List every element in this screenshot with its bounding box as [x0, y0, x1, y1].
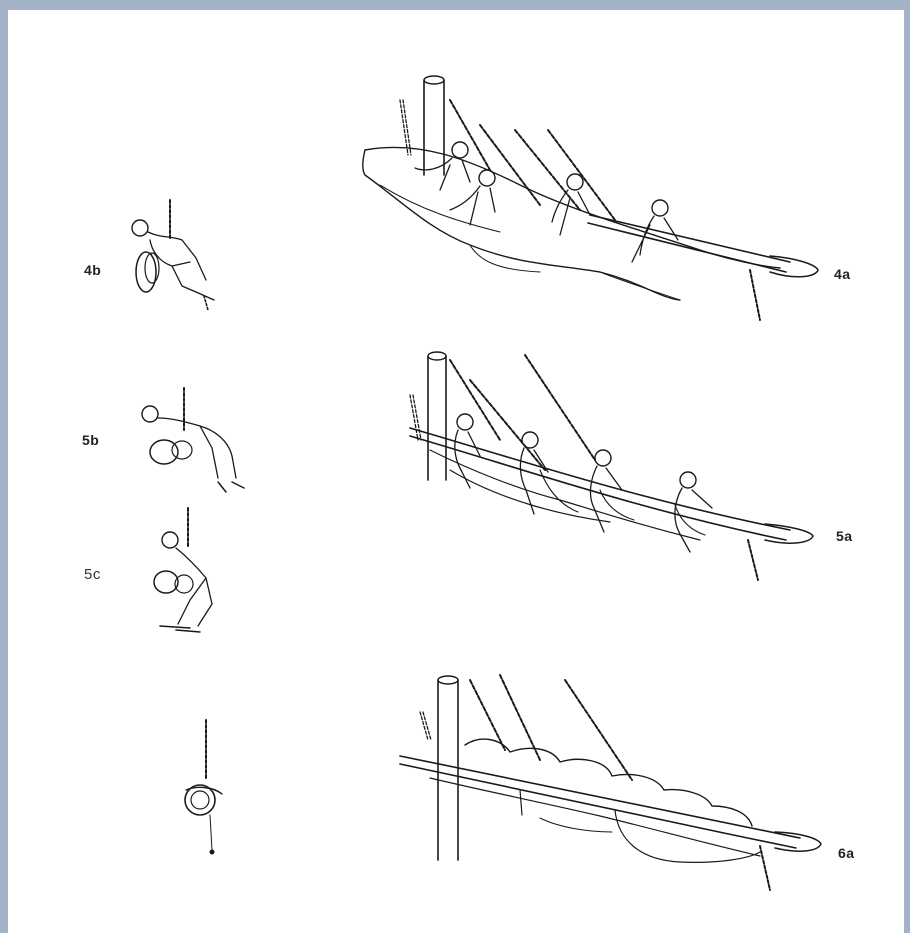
illustration-sheet: [8, 10, 904, 933]
figure-label-5c: 5c: [84, 566, 101, 583]
panel-6-small-drawing: [184, 719, 223, 855]
figure-label-5a: 5a: [836, 528, 853, 544]
figure-label-4b: 4b: [84, 262, 102, 278]
figure-label-4a: 4a: [834, 266, 851, 282]
panel-5a-drawing: [409, 351, 814, 581]
panel-4b-drawing: [131, 199, 215, 311]
panel-5c-drawing: [153, 507, 213, 633]
panel-5b-drawing: [141, 387, 245, 493]
figure-label-6a: 6a: [838, 845, 855, 861]
panel-4a-drawing: [362, 75, 819, 321]
figure-label-5b: 5b: [82, 432, 100, 448]
panel-6a-drawing: [399, 674, 822, 891]
